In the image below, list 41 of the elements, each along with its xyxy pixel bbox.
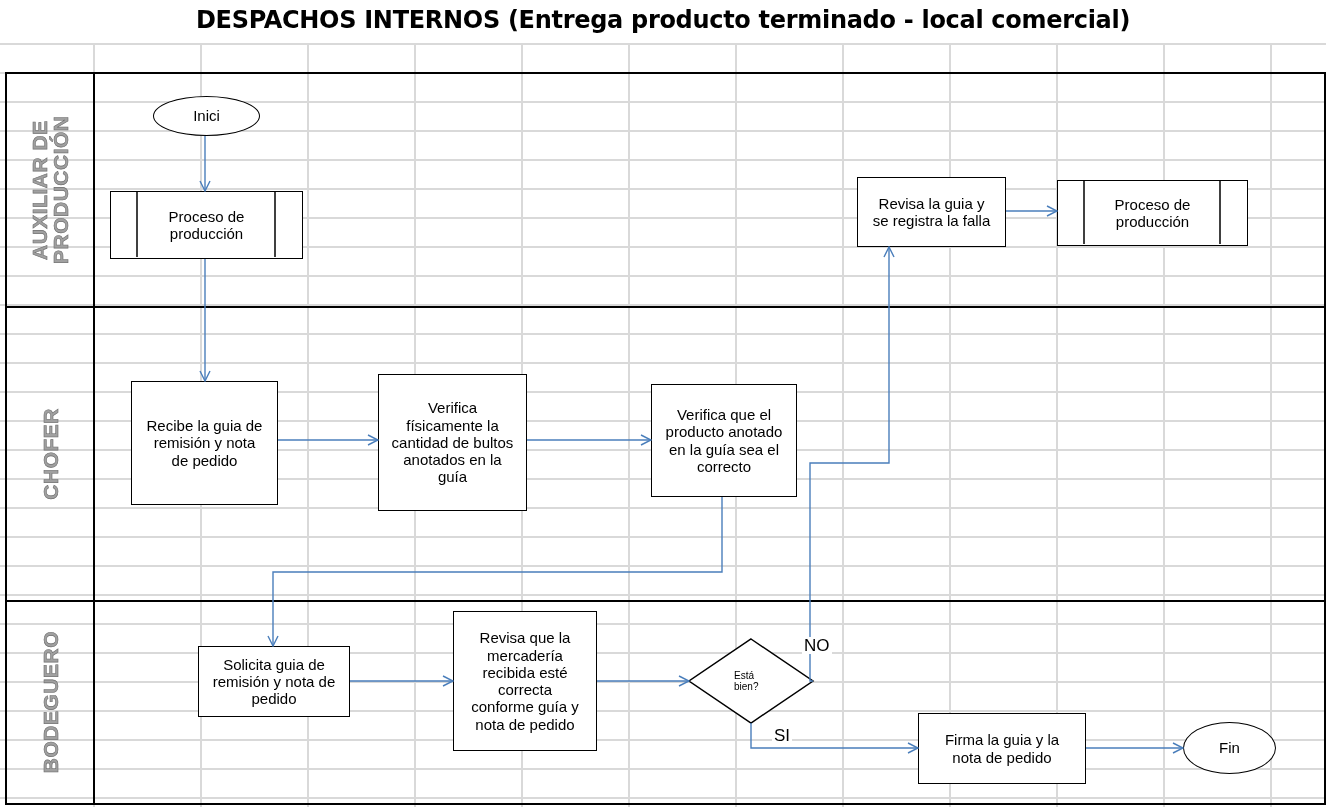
connector-arrow: [1085, 742, 1184, 754]
predefined-process-box: [1057, 180, 1248, 246]
node-text: Está bien?: [734, 669, 760, 693]
process-box: [198, 646, 350, 717]
edge-label: NO: [802, 637, 832, 654]
node-text: Proceso de producción: [167, 207, 246, 243]
process-box: [378, 374, 527, 511]
connector-arrow: [199, 135, 211, 192]
process-box: [651, 384, 797, 497]
node-text: Revisa que la mercadería recibida esté correcta conforme guía y nota de pedido: [470, 629, 580, 733]
connector-arrow: [1005, 205, 1058, 217]
swimlane: [5, 72, 1326, 308]
connector-arrow: [349, 675, 454, 687]
predefined-process-box: [110, 191, 303, 259]
lane-label: BODEGUERO: [39, 631, 61, 774]
process-box: [131, 381, 278, 505]
connector-arrow: [750, 722, 919, 754]
node-text: Verifica físicamente la cantidad de bultos anotados en la guía: [391, 399, 514, 486]
swimlane: [5, 306, 1326, 602]
node-text: Inici: [193, 107, 220, 125]
edge-label: SI: [772, 727, 793, 744]
connector-arrow: [809, 246, 895, 682]
connector-arrow: [596, 675, 690, 687]
process-box: [918, 713, 1086, 784]
node-text: Proceso de producción: [1113, 195, 1192, 231]
node-text: Verifica que el producto anotado en la guía sea el correcto: [664, 406, 784, 475]
lane-label: CHOFER: [39, 408, 61, 500]
diagram-title: DESPACHOS INTERNOS (Entrega producto terminado - local comercial): [194, 6, 1132, 34]
connector-arrow: [267, 496, 723, 647]
lane-label: AUXILIAR DE PRODUCCIÓN: [29, 114, 71, 267]
process-box: [857, 177, 1006, 247]
node-text: Firma la guia y la nota de pedido: [943, 731, 1061, 766]
connector-arrow: [277, 434, 379, 446]
swimlane: [5, 600, 1326, 805]
connector-arrow: [526, 434, 652, 446]
node-text: Solicita guia de remisión y nota de pedido: [211, 655, 337, 708]
node-text: Revisa la guia y se registra la falla: [871, 194, 992, 230]
process-box: [453, 611, 597, 751]
connector-arrow: [199, 258, 211, 382]
node-text: Recibe la guia de remisión y nota de pedido: [145, 417, 264, 469]
node-text: Fin: [1219, 739, 1240, 757]
